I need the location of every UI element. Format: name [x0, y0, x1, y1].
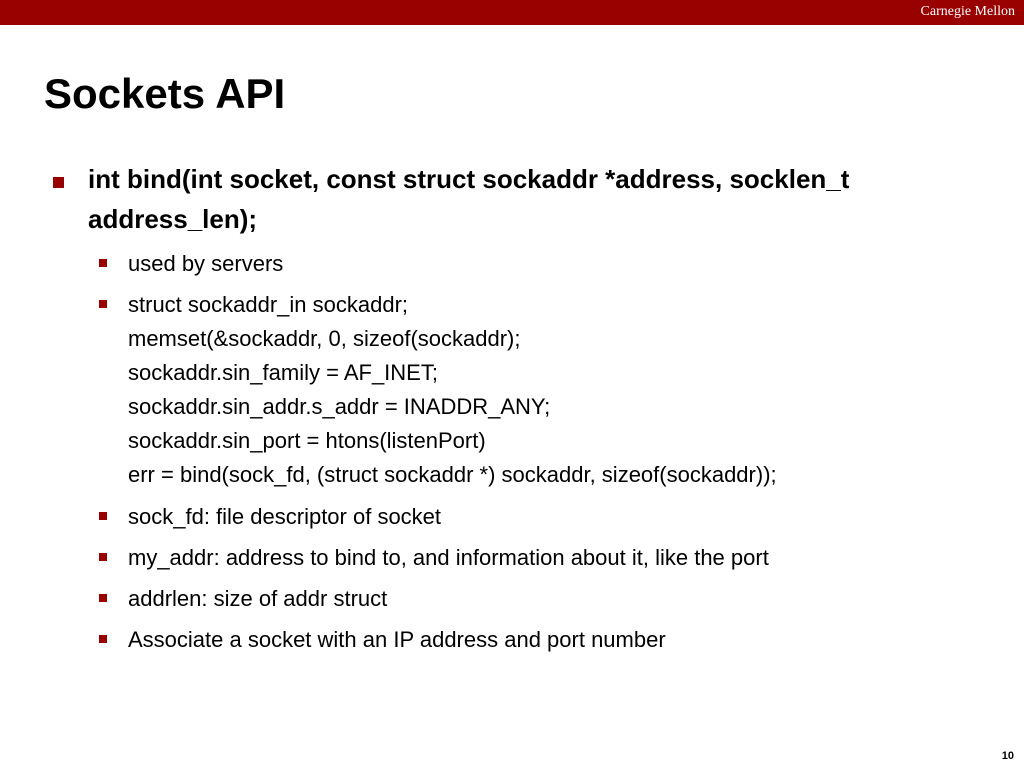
- bullet-line: sock_fd: file descriptor of socket: [128, 504, 442, 529]
- square-bullet-icon: [53, 177, 64, 188]
- sub-bullet-item: my_addr: address to bind to, and informa…: [128, 541, 769, 575]
- main-bullet-text: int bind(int socket, const struct sockad…: [88, 164, 850, 234]
- code-line: sockaddr.sin_family = AF_INET;: [128, 360, 438, 385]
- header-bar: Carnegie Mellon: [0, 0, 1024, 25]
- bullet-line: my_addr: address to bind to, and informa…: [128, 545, 769, 570]
- code-line: sockaddr.sin_addr.s_addr = INADDR_ANY;: [128, 394, 551, 419]
- square-bullet-icon: [99, 594, 107, 602]
- square-bullet-icon: [99, 300, 107, 308]
- sub-bullet-item: Associate a socket with an IP address an…: [128, 623, 666, 657]
- bullet-line: Associate a socket with an IP address an…: [128, 627, 666, 652]
- code-line: struct sockaddr_in sockaddr;: [128, 292, 409, 317]
- square-bullet-icon: [99, 512, 107, 520]
- bullet-line: used by servers: [128, 251, 284, 276]
- square-bullet-icon: [99, 553, 107, 561]
- sub-bullet-item: addrlen: size of addr struct: [128, 582, 387, 616]
- sub-bullet-code-item: struct sockaddr_in sockaddr; memset(&soc…: [128, 288, 777, 492]
- page-number: 10: [1001, 750, 1014, 762]
- square-bullet-icon: [99, 635, 107, 643]
- sub-bullet-item: sock_fd: file descriptor of socket: [128, 500, 441, 534]
- code-line: memset(&sockaddr, 0, sizeof(sockaddr);: [128, 326, 521, 351]
- bullet-line: addrlen: size of addr struct: [128, 586, 388, 611]
- brand-label: Carnegie Mellon: [920, 4, 1015, 19]
- square-bullet-icon: [99, 259, 107, 267]
- sub-bullet-item: used by servers: [128, 247, 283, 281]
- code-line: err = bind(sock_fd, (struct sockaddr *) …: [128, 462, 777, 487]
- slide-title: Sockets API: [44, 70, 286, 117]
- code-line: sockaddr.sin_port = htons(listenPort): [128, 428, 486, 453]
